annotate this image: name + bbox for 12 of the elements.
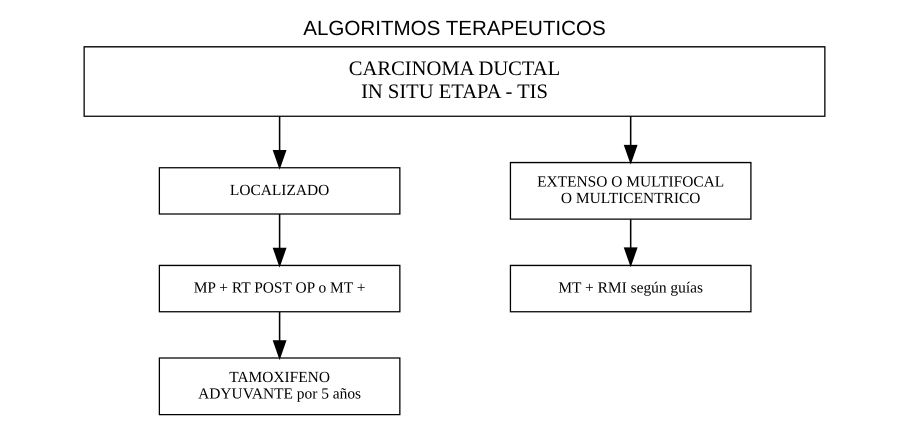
arrow <box>272 116 287 170</box>
node-box: LOCALIZADO <box>158 167 400 215</box>
arrow <box>272 214 287 268</box>
node-box: MT + RMI según guías <box>510 264 752 312</box>
arrow <box>624 116 638 165</box>
node-box: TAMOXIFENO ADYUVANTE por 5 años <box>158 357 400 416</box>
node-box: EXTENSO O MULTIFOCAL O MULTICENTRICO <box>510 162 752 220</box>
diagram-title: ALGORITMOS TERAPEUTICOS <box>303 16 606 40</box>
node-box: MP + RT POST OP o MT + <box>158 264 400 312</box>
arrow <box>272 312 287 360</box>
node-box: CARCINOMA DUCTAL IN SITU ETAPA - TIS <box>84 46 826 117</box>
arrow <box>624 220 638 268</box>
